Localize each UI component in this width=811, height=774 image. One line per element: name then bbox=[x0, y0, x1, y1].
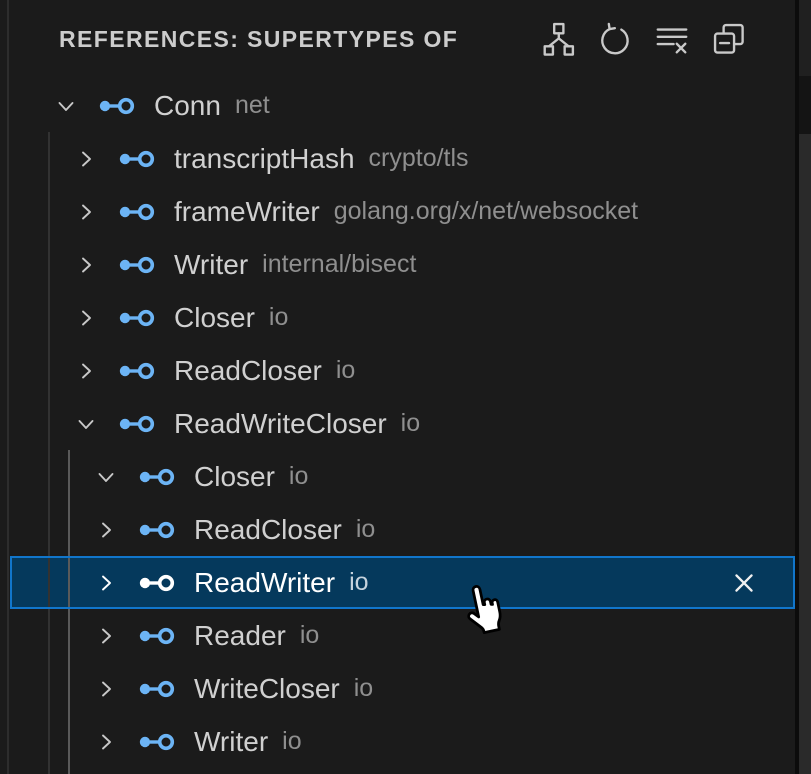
chevron-right-icon bbox=[82, 310, 91, 325]
symbol-package: io bbox=[400, 409, 421, 437]
tree-row[interactable]: WriteCloser io bbox=[10, 662, 795, 715]
chevron-right-icon bbox=[82, 363, 91, 378]
symbol-interface-icon bbox=[118, 252, 158, 278]
symbol-interface-icon bbox=[118, 358, 158, 384]
symbol-interface-icon bbox=[118, 199, 158, 225]
symbol-interface-icon bbox=[118, 146, 158, 172]
symbol-name: ReadCloser bbox=[174, 354, 322, 386]
scrollbar-thumb[interactable] bbox=[799, 134, 811, 774]
panel-left-border bbox=[7, 0, 9, 774]
expand-toggle[interactable] bbox=[94, 624, 118, 648]
editor-edge-strip bbox=[799, 0, 811, 774]
tree-row[interactable]: ReadWriter io bbox=[10, 556, 795, 609]
expand-toggle[interactable] bbox=[94, 677, 118, 701]
symbol-name: WriteCloser bbox=[194, 672, 340, 704]
expand-toggle[interactable] bbox=[74, 253, 98, 277]
collapse-all-icon bbox=[713, 23, 744, 54]
symbol-name: Writer bbox=[194, 725, 269, 757]
symbol-package: io bbox=[288, 462, 309, 490]
symbol-package: io bbox=[268, 303, 289, 331]
tree-row[interactable]: ReadWriteCloser io bbox=[10, 397, 795, 450]
symbol-interface-icon bbox=[138, 570, 178, 596]
chevron-down-icon bbox=[98, 472, 114, 482]
tree-row[interactable]: transcriptHash crypto/tls bbox=[10, 132, 795, 185]
expand-toggle[interactable] bbox=[94, 465, 118, 489]
symbol-package: io bbox=[349, 568, 369, 596]
expand-toggle[interactable] bbox=[74, 359, 98, 383]
chevron-down-icon bbox=[78, 419, 94, 429]
view-title: REFERENCES: SUPERTYPES OF bbox=[59, 25, 459, 52]
symbol-name: ReadWriter bbox=[194, 566, 336, 598]
symbol-name: ReadCloser bbox=[194, 513, 342, 545]
symbol-package: io bbox=[282, 727, 302, 755]
symbol-package: io bbox=[335, 356, 356, 384]
clear-all-icon bbox=[656, 28, 688, 54]
symbol-name: ReadWriteCloser bbox=[174, 407, 387, 439]
tree-row[interactable]: Closer io bbox=[10, 291, 795, 344]
chevron-down-icon bbox=[58, 101, 74, 111]
expand-toggle[interactable] bbox=[74, 412, 98, 436]
type-hierarchy-button[interactable] bbox=[536, 17, 580, 61]
symbol-name: Conn bbox=[154, 89, 221, 121]
expand-toggle[interactable] bbox=[74, 200, 98, 224]
symbol-name: frameWriter bbox=[174, 195, 320, 227]
tree-row[interactable]: ReadCloser io bbox=[10, 344, 795, 397]
symbol-interface-icon bbox=[138, 729, 178, 755]
tree-row[interactable]: frameWriter golang.org/x/net/websocket bbox=[10, 185, 795, 238]
chevron-right-icon bbox=[102, 628, 111, 643]
chevron-right-icon bbox=[82, 151, 91, 166]
chevron-right-icon bbox=[102, 575, 111, 590]
collapse-all-button[interactable] bbox=[707, 17, 751, 61]
editor-edge-gap bbox=[799, 76, 811, 134]
type-hierarchy-icon bbox=[543, 22, 575, 56]
symbol-interface-icon bbox=[98, 93, 138, 119]
close-icon bbox=[735, 573, 753, 592]
tree-row[interactable]: Reader io bbox=[10, 609, 795, 662]
expand-toggle[interactable] bbox=[54, 94, 78, 118]
expand-toggle[interactable] bbox=[74, 147, 98, 171]
editor-edge-top bbox=[799, 0, 811, 76]
symbol-package: io bbox=[299, 621, 320, 649]
symbol-name: transcriptHash bbox=[174, 142, 355, 174]
symbol-package: golang.org/x/net/websocket bbox=[333, 197, 639, 225]
chevron-right-icon bbox=[82, 204, 91, 219]
chevron-right-icon bbox=[102, 522, 111, 537]
symbol-package: net bbox=[234, 91, 270, 119]
tree-row[interactable]: Writer internal/bisect bbox=[10, 238, 795, 291]
symbol-name: Reader bbox=[194, 619, 286, 651]
tree-row[interactable]: Writer io bbox=[10, 715, 795, 768]
clear-all-button[interactable] bbox=[650, 17, 694, 61]
symbol-name: Closer bbox=[174, 301, 255, 333]
chevron-right-icon bbox=[82, 257, 91, 272]
chevron-right-icon bbox=[102, 681, 111, 696]
symbol-package: crypto/tls bbox=[368, 144, 469, 172]
symbol-interface-icon bbox=[118, 411, 158, 437]
symbol-name: Closer bbox=[194, 460, 275, 492]
tree-row[interactable]: Closer io bbox=[10, 450, 795, 503]
chevron-right-icon bbox=[102, 734, 111, 749]
tree-row[interactable]: ReadCloser io bbox=[10, 503, 795, 556]
expand-toggle[interactable] bbox=[74, 306, 98, 330]
refresh-icon bbox=[601, 22, 629, 55]
symbol-interface-icon bbox=[138, 623, 178, 649]
supertypes-tree: Conn net transcriptHash crypto/tls bbox=[10, 79, 795, 768]
symbol-interface-icon bbox=[118, 305, 158, 331]
symbol-package: io bbox=[353, 674, 374, 702]
view-toolbar bbox=[536, 17, 751, 61]
expand-toggle[interactable] bbox=[94, 730, 118, 754]
symbol-package: io bbox=[355, 515, 376, 543]
expand-toggle[interactable] bbox=[94, 518, 118, 542]
symbol-package: internal/bisect bbox=[262, 250, 417, 278]
tree-row[interactable]: Conn net bbox=[10, 79, 795, 132]
symbol-name: Writer bbox=[174, 248, 249, 280]
remove-item-button[interactable] bbox=[729, 568, 759, 598]
expand-toggle[interactable] bbox=[94, 571, 118, 595]
refresh-button[interactable] bbox=[593, 17, 637, 61]
view-header: REFERENCES: SUPERTYPES OF bbox=[0, 0, 795, 78]
panel-right-divider bbox=[795, 0, 799, 774]
symbol-interface-icon bbox=[138, 464, 178, 490]
symbol-interface-icon bbox=[138, 517, 178, 543]
symbol-interface-icon bbox=[138, 676, 178, 702]
